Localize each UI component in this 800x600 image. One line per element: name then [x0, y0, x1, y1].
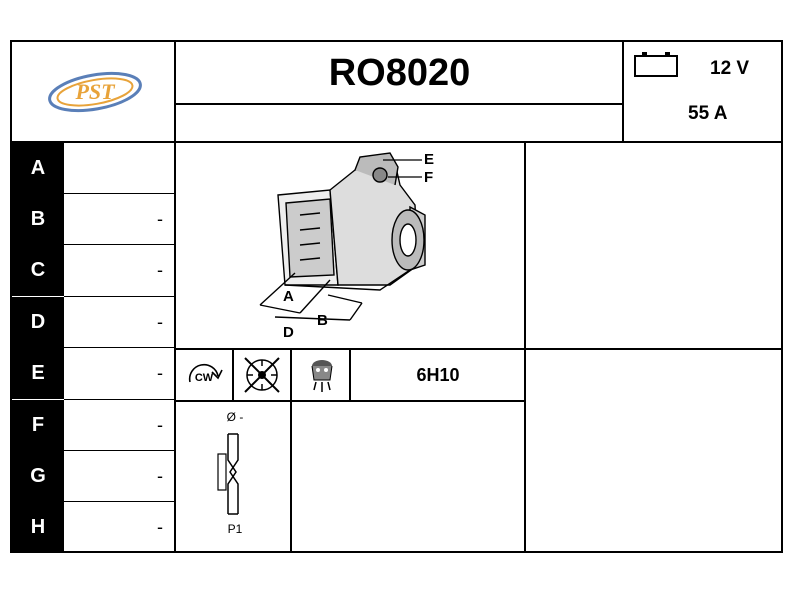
- row-label-d: D: [12, 297, 64, 348]
- divider: [622, 40, 624, 142]
- row-label-g: G: [12, 451, 64, 502]
- row-value-f: -: [157, 415, 163, 435]
- row-value-a: [150, 143, 170, 194]
- divider: [176, 400, 525, 402]
- row-value-e: -: [157, 363, 163, 383]
- part-number-title: RO8020: [328, 51, 471, 94]
- divider: [176, 348, 783, 350]
- row-label-e: E: [12, 348, 64, 399]
- callout-e: E: [424, 151, 434, 168]
- pulley-icon: [210, 430, 250, 518]
- divider: [232, 349, 234, 400]
- rotation-label: CW: [195, 372, 214, 384]
- alternator-diagram: E F A B D: [180, 145, 520, 345]
- row-label-f: F: [12, 400, 64, 451]
- divider: [174, 40, 176, 553]
- divider: [290, 349, 292, 553]
- amperage-value: 55 A: [688, 103, 728, 124]
- row-label-a: A: [12, 143, 64, 194]
- row-divider: [64, 193, 174, 194]
- battery-icon: [633, 50, 679, 80]
- connector-code: 6H10: [416, 364, 460, 385]
- callout-b: B: [317, 312, 328, 329]
- pulley-diameter: Ø -: [226, 410, 244, 424]
- row-label-b: B: [12, 194, 64, 245]
- row-divider: [64, 347, 174, 348]
- row-label-c: C: [12, 245, 64, 296]
- divider: [524, 142, 526, 553]
- row-divider: [64, 296, 174, 297]
- callout-f: F: [424, 169, 433, 186]
- spec-sheet-frame: [10, 40, 783, 553]
- row-value-g: -: [157, 466, 163, 486]
- regulator-icon: [300, 352, 344, 396]
- pulley-type: P1: [227, 522, 243, 536]
- row-divider: [64, 399, 174, 400]
- row-value-d: -: [157, 312, 163, 332]
- voltage-value: 12 V: [710, 58, 750, 79]
- row-divider: [64, 450, 174, 451]
- logo-text: PST: [74, 79, 116, 104]
- brand-logo: PST: [40, 62, 150, 122]
- row-divider: [64, 501, 174, 502]
- divider: [10, 141, 783, 143]
- divider: [176, 103, 623, 105]
- row-value-b: -: [157, 209, 163, 229]
- divider: [349, 349, 351, 400]
- no-fan-icon: [237, 352, 287, 398]
- row-divider: [64, 244, 174, 245]
- row-label-h: H: [12, 502, 64, 552]
- callout-a: A: [283, 288, 294, 305]
- row-value-c: -: [157, 260, 163, 280]
- callout-d: D: [283, 324, 294, 341]
- rotation-cw-icon: CW: [180, 354, 228, 396]
- row-value-h: -: [157, 516, 163, 537]
